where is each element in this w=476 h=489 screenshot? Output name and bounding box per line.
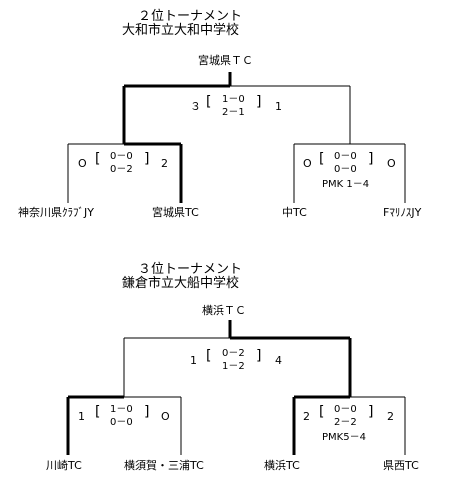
bracket-2-title: ２位トーナメント: [138, 9, 243, 24]
bracket-2-team-1: 神奈川県ｸﾗﾌﾞJY: [18, 206, 94, 219]
bracket-2-final-left-total: ３: [190, 100, 201, 113]
bracket-3-semi-left-set1: 1－0: [110, 404, 133, 415]
bracket-3-final-set2: 1－2: [222, 361, 245, 372]
bracket-2-semi-left-left-total: O: [78, 157, 87, 170]
bracket-2-lines: [67, 72, 406, 203]
bracket-2-semi-left-open-bracket: [: [95, 151, 101, 167]
bracket-2-semi-right-set2: 0－0: [334, 164, 357, 175]
bracket-2-final-close-bracket: ]: [256, 94, 262, 110]
bracket-3-team-2: 横須賀・三浦TC: [124, 459, 204, 472]
bracket-2-semi-right-open-bracket: [: [319, 151, 325, 167]
bracket-2-semi-right-left-total: O: [303, 157, 312, 170]
bracket-2-semi-left-close-bracket: ]: [144, 151, 150, 167]
bracket-3-team-1: 川崎TC: [46, 459, 82, 472]
bracket-3-semi-left-left-total: 1: [78, 410, 85, 423]
bracket-3-final-left-total: 1: [190, 354, 197, 367]
bracket-3-final-set1: 0－2: [222, 348, 245, 359]
bracket-3-semi-left-close-bracket: ]: [144, 404, 150, 420]
bracket-3-semi-left-open-bracket: [: [95, 404, 101, 420]
bracket-3-final-close-bracket: ]: [256, 348, 262, 364]
bracket-3-team-3: 横浜TC: [264, 459, 300, 472]
bracket-2-semi-left-set1: 0－0: [110, 151, 133, 162]
bracket-3-lines: [66, 320, 406, 455]
bracket-2-final-set1: 1－0: [222, 94, 245, 105]
bracket-3-semi-right-open-bracket: [: [319, 404, 325, 420]
bracket-3-semi-right-close-bracket: ]: [368, 404, 374, 420]
bracket-2-final-open-bracket: [: [206, 94, 212, 110]
bracket-3-semi-right-set1: 0－0: [334, 404, 357, 415]
bracket-3-title: ３位トーナメント: [138, 262, 243, 277]
bracket-2-final-right-total: 1: [275, 100, 282, 113]
bracket-3-semi-left-right-total: O: [161, 410, 170, 423]
bracket-2-semi-left-set2: 0－2: [110, 164, 133, 175]
bracket-2-venue: 大和市立大和中学校: [122, 23, 240, 38]
bracket-3-winner: 横浜ＴＣ: [202, 304, 246, 317]
bracket-3-semi-right-set2: 2－2: [334, 417, 357, 428]
bracket-2-team-2: 宮城県TC: [152, 206, 199, 219]
bracket-2-semi-right-pk: PMK 1－4: [322, 179, 370, 190]
bracket-2-final-set2: 2－1: [222, 107, 245, 118]
bracket-3-semi-left-set2: 0－0: [110, 417, 133, 428]
bracket-3-semi-right-pk: PMK5－4: [322, 432, 366, 443]
bracket-3-semi-right-right-total: 2: [387, 410, 394, 423]
bracket-3-venue: 鎌倉市立大船中学校: [122, 276, 240, 291]
bracket-3-semi-right-left-total: 2: [303, 410, 310, 423]
bracket-3-final-right-total: 4: [275, 354, 282, 367]
bracket-2-team-4: FﾏﾘﾉｽJY: [383, 206, 422, 219]
bracket-2-semi-right-close-bracket: ]: [368, 151, 374, 167]
bracket-3-final-open-bracket: [: [206, 348, 212, 364]
bracket-3-team-4: 県西TC: [383, 459, 419, 472]
bracket-2-semi-right-right-total: O: [387, 157, 396, 170]
bracket-2-semi-left-right-total: 2: [161, 157, 168, 170]
bracket-2-winner: 宮城県ＴＣ: [198, 54, 253, 67]
bracket-2-team-3: 中TC: [282, 206, 307, 219]
bracket-2-semi-right-set1: 0－0: [334, 151, 357, 162]
